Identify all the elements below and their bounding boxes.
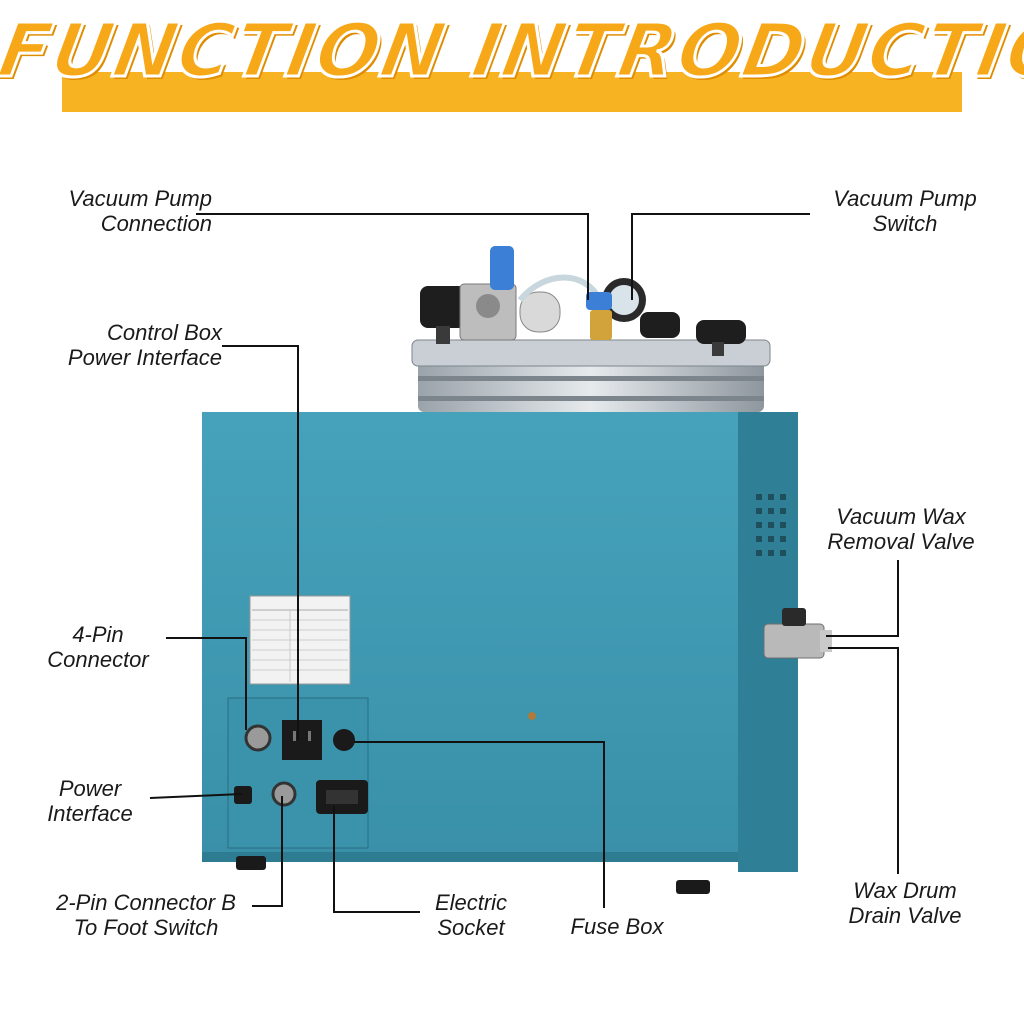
leader-vacuum-pump-connection [196, 213, 589, 300]
leader-electric-socket [333, 806, 420, 913]
fuse-box-part [333, 729, 355, 751]
leader-lines [149, 213, 899, 913]
spec-label-plate [249, 595, 351, 685]
label-power-interface: Power Interface [47, 776, 133, 826]
label-wax-drum-drain-valve: Wax Drum Drain Valve [848, 878, 962, 928]
iec-power-socket-part [316, 780, 368, 814]
power-switch-part [234, 786, 252, 804]
four-pin-connector-part [244, 724, 272, 752]
side-vent [756, 494, 786, 556]
title-banner [62, 72, 962, 112]
vacuum-gauge [586, 278, 646, 340]
leader-control-box-power [222, 345, 299, 740]
vacuum-lid [411, 339, 771, 412]
label-four-pin-connector: 4-Pin Connector [47, 622, 149, 672]
two-pin-connector-part [271, 781, 297, 807]
leader-four-pin [166, 637, 247, 730]
label-two-pin-connector: 2-Pin Connector B To Foot Switch [56, 890, 236, 940]
leader-two-pin [252, 796, 283, 907]
leader-wax-drum-drain [828, 647, 899, 874]
label-electric-socket: Electric Socket [434, 890, 508, 940]
foot [676, 880, 710, 894]
leader-vacuum-pump-switch [631, 213, 810, 300]
leader-power-interface [149, 793, 243, 799]
label-control-box-power-interface: Control Box Power Interface [67, 320, 222, 370]
leader-fuse-box [354, 741, 605, 908]
screw [528, 712, 536, 720]
valve-block [459, 246, 603, 341]
label-vacuum-pump-switch: Vacuum Pump Switch [833, 186, 977, 236]
label-vacuum-wax-removal-valve: Vacuum Wax Removal Valve [827, 504, 975, 554]
label-fuse-box: Fuse Box [570, 914, 664, 939]
outlet-socket-part [282, 720, 322, 760]
label-vacuum-pump-connection: Vacuum Pump Connection [68, 186, 212, 236]
leader-vacuum-wax-removal [826, 560, 899, 637]
side-valves [763, 608, 832, 659]
foot [236, 856, 266, 870]
lid-knobs [420, 286, 746, 356]
